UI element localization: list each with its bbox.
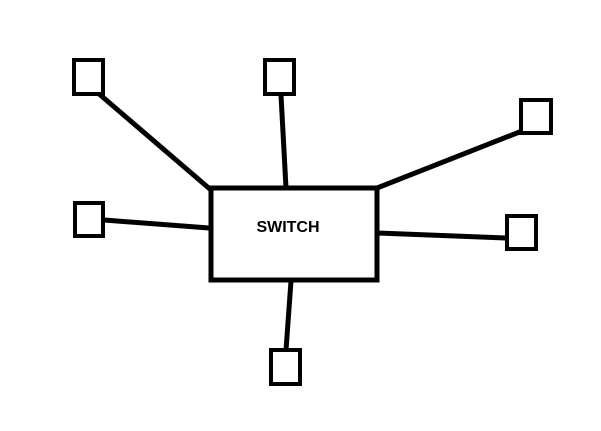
link-bottom bbox=[283, 278, 294, 353]
node-top-right bbox=[519, 98, 553, 135]
node-right bbox=[505, 214, 538, 251]
switch: SWITCH bbox=[208, 185, 380, 283]
nodes bbox=[72, 58, 553, 386]
link-left bbox=[101, 217, 212, 231]
link-top-left bbox=[95, 90, 214, 193]
node-bottom bbox=[269, 348, 302, 386]
link-right bbox=[374, 230, 509, 241]
link-top-center bbox=[278, 92, 289, 191]
switch-box bbox=[208, 185, 380, 283]
node-left bbox=[73, 201, 105, 238]
node-top-center bbox=[263, 58, 296, 96]
connections bbox=[95, 90, 525, 353]
switch-label: SWITCH bbox=[256, 219, 319, 236]
link-top-right bbox=[374, 128, 525, 191]
node-top-left bbox=[72, 58, 105, 96]
